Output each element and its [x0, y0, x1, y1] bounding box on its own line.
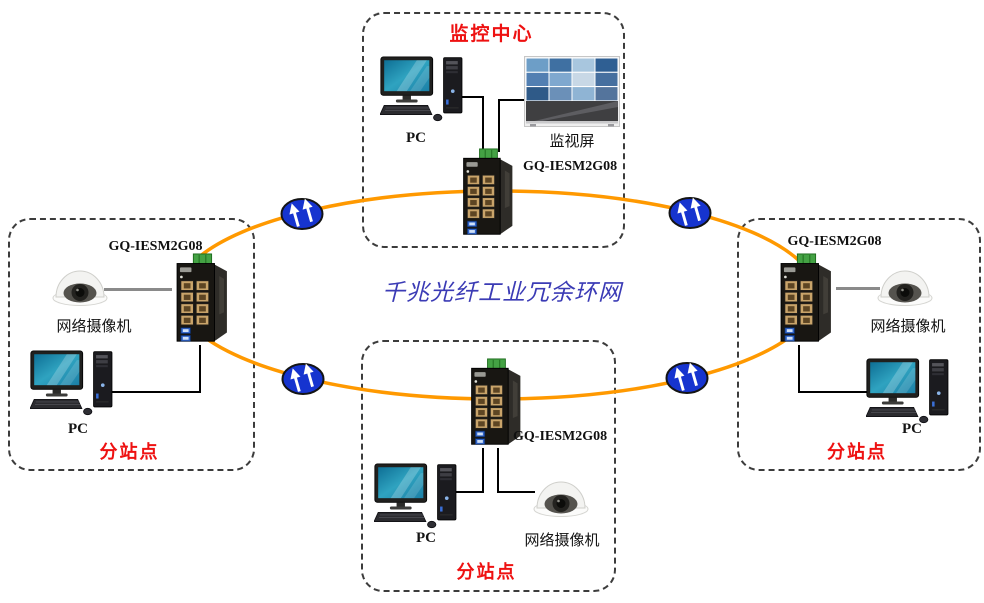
connection-line [482, 96, 484, 152]
fiber-link-icon [280, 361, 326, 397]
connection-line [460, 96, 484, 98]
fiber-link-icon [667, 195, 713, 231]
video-wall-label: 监视屏 [549, 134, 595, 150]
camera-label: 网络摄像机 [870, 319, 946, 335]
dome-camera-icon [877, 264, 933, 310]
connection-line [798, 391, 868, 393]
connection-line [498, 99, 526, 101]
connection-line [498, 99, 500, 152]
pc-label: PC [902, 421, 922, 437]
connection-line [199, 345, 201, 393]
station-title: 分站点 [99, 442, 160, 462]
ring-network-title: 千兆光纤工业冗余环网 [382, 280, 622, 305]
pc-label: PC [416, 530, 436, 546]
connection-line [798, 345, 800, 393]
connection-line [497, 448, 499, 493]
connection-line [108, 391, 201, 393]
station-title: 分站点 [827, 442, 887, 462]
station-title: 分站点 [456, 562, 517, 582]
pc-label: PC [68, 421, 88, 437]
video-wall-icon [524, 56, 620, 128]
pc-icon [30, 350, 122, 417]
connection-line [497, 491, 535, 493]
switch-model-label: GQ-IESM2G08 [108, 239, 203, 254]
connection-line [482, 448, 484, 493]
switch-model-label: GQ-IESM2G08 [523, 159, 618, 174]
pc-icon [374, 463, 466, 530]
camera-label: 网络摄像机 [524, 533, 600, 549]
fiber-link-icon [664, 360, 710, 396]
pc-label: PC [406, 130, 426, 146]
dome-camera-icon [52, 264, 108, 310]
industrial-switch-icon [774, 253, 838, 345]
fiber-link-icon [279, 196, 325, 232]
camera-link-line [836, 287, 880, 290]
camera-link-line [104, 288, 172, 291]
monitoring-center-title: 监控中心 [449, 24, 534, 45]
connection-line [452, 491, 484, 493]
dome-camera-icon [533, 475, 589, 521]
industrial-switch-icon [457, 148, 519, 238]
switch-model-label: GQ-IESM2G08 [513, 429, 608, 444]
industrial-switch-icon [170, 253, 234, 345]
camera-label: 网络摄像机 [56, 319, 132, 335]
pc-icon [866, 358, 958, 425]
switch-model-label: GQ-IESM2G08 [787, 234, 882, 249]
pc-icon [380, 56, 472, 123]
